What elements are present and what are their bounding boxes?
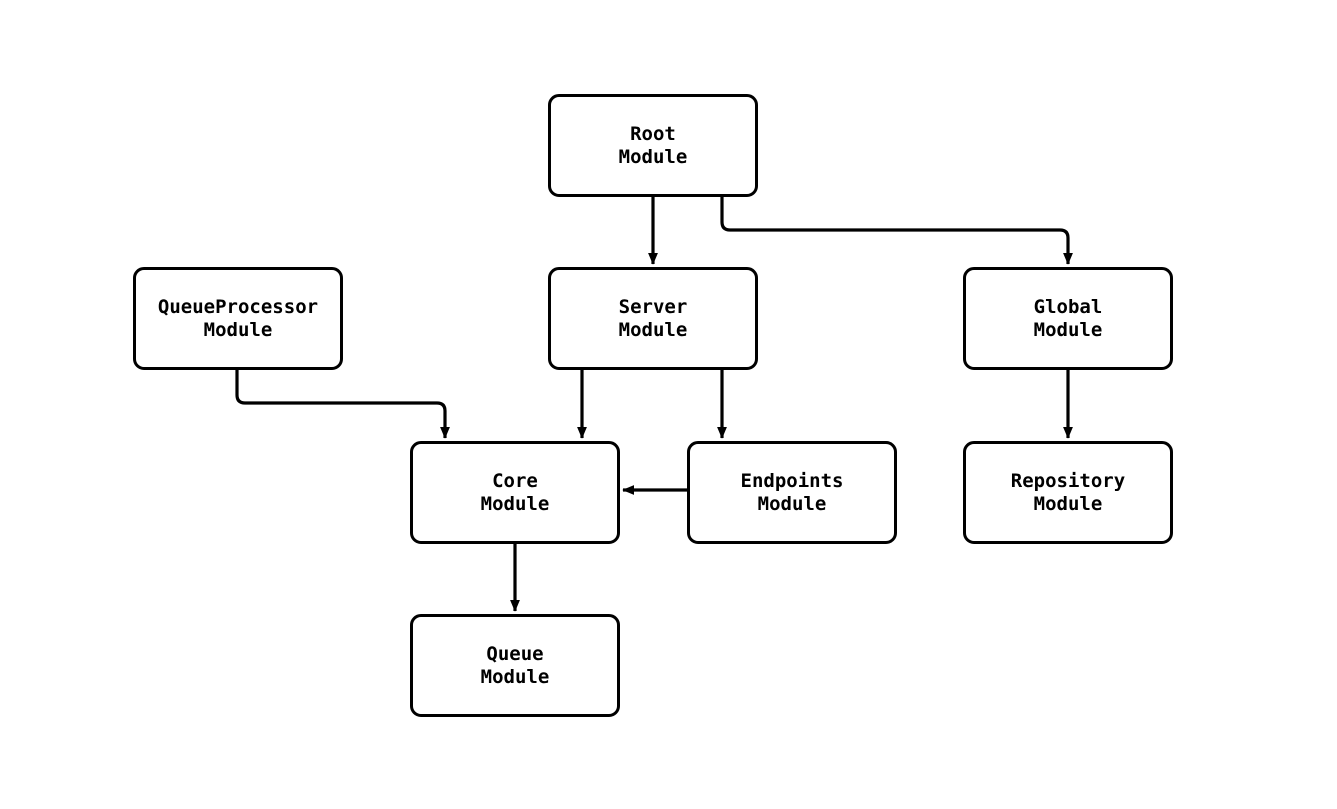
node-label-core-module: Core Module bbox=[480, 469, 550, 515]
node-repository-module[interactable]: Repository Module bbox=[963, 441, 1173, 544]
node-label-server-module: Server Module bbox=[618, 295, 688, 341]
node-label-repository-module: Repository Module bbox=[1010, 469, 1126, 515]
node-queueprocessor-module[interactable]: QueueProcessor Module bbox=[133, 267, 343, 370]
edge-queueprocessor-core bbox=[235, 370, 450, 439]
node-global-module[interactable]: Global Module bbox=[963, 267, 1173, 370]
node-root-module[interactable]: Root Module bbox=[548, 94, 758, 197]
node-endpoints-module[interactable]: Endpoints Module bbox=[687, 441, 897, 544]
node-queue-module[interactable]: Queue Module bbox=[410, 614, 620, 717]
node-label-root-module: Root Module bbox=[618, 122, 688, 168]
edge-root-global bbox=[720, 197, 1073, 265]
node-label-queue-module: Queue Module bbox=[480, 642, 550, 688]
node-core-module[interactable]: Core Module bbox=[410, 441, 620, 544]
node-label-endpoints-module: Endpoints Module bbox=[740, 469, 844, 515]
node-label-queueprocessor-module: QueueProcessor Module bbox=[157, 295, 319, 341]
node-label-global-module: Global Module bbox=[1033, 295, 1103, 341]
node-server-module[interactable]: Server Module bbox=[548, 267, 758, 370]
